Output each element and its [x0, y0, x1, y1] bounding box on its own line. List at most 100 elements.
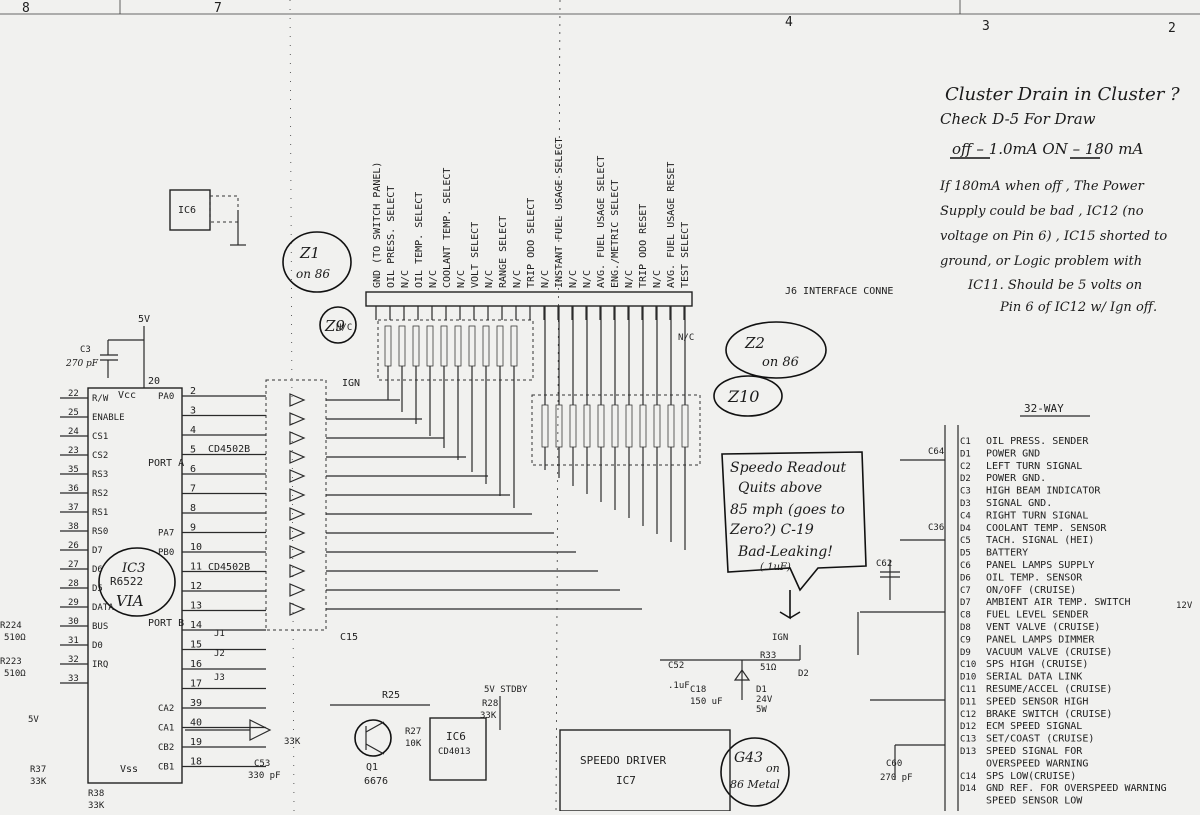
connector-pin-label: N/C [400, 270, 411, 288]
bottom-left-resistors: 5V R37 33K R38 33K R224 510Ω R223 510Ω [0, 621, 105, 811]
note-line: off – 1.0mA ON – 180 mA [952, 140, 1143, 158]
c3-label: C3 [80, 345, 91, 355]
zone-label: 7 [214, 1, 222, 16]
connector-32-signal: SPEED SENSOR HIGH [986, 696, 1088, 707]
ic3-pin-number: 33 [68, 674, 79, 684]
buffer-gate [289, 412, 306, 426]
note-line: If 180mA when off , The Power [939, 179, 1145, 194]
resistor-array-b [541, 404, 689, 448]
connector-32-signal: RESUME/ACCEL (CRUISE) [986, 684, 1112, 695]
svg-text:Quits above: Quits above [738, 480, 822, 496]
zone-label: 3 [982, 19, 990, 34]
connector-32-signal: OIL TEMP. SENSOR [986, 572, 1083, 583]
buffer-gate [289, 602, 306, 616]
svg-text:R224: R224 [0, 621, 22, 631]
svg-text:PORT A: PORT A [148, 458, 184, 469]
svg-text:C62: C62 [876, 559, 892, 569]
svg-text:R28: R28 [482, 699, 498, 709]
connector-32-pin: D13 [960, 747, 976, 757]
c3-value: 270 pF [65, 359, 99, 369]
svg-text:330 pF: 330 pF [248, 771, 281, 781]
ic6-top-body [169, 189, 211, 231]
ic3-pin-label: CS2 [92, 451, 108, 461]
connector-pin-label: AVG. FUEL USAGE RESET [666, 162, 677, 288]
c53-capacitor: C53 330 pF 33K [185, 719, 301, 781]
ic3-pin-number: 25 [68, 408, 79, 418]
connector-32-signal: RIGHT TURN SIGNAL [986, 510, 1088, 521]
connector-wires [375, 306, 686, 550]
ic3-pin-number: 16 [190, 659, 202, 670]
svg-text:270 pF: 270 pF [880, 773, 913, 783]
resistor [653, 404, 661, 448]
connector-32-signal: FUEL LEVEL SENDER [986, 610, 1089, 621]
nc-label: N/C [336, 323, 352, 333]
connector-32-signal: VACUUM VALVE (CRUISE) [986, 647, 1112, 658]
connector-32-signal: OVERSPEED WARNING [986, 758, 1088, 769]
svg-text:IC7: IC7 [616, 774, 636, 787]
zone-marker-z1: Z1 on 86 [282, 231, 352, 293]
svg-text:CD4502B: CD4502B [208, 562, 250, 573]
zone-label: 8 [22, 1, 30, 16]
svg-text:10K: 10K [405, 739, 422, 749]
svg-text:J1: J1 [214, 629, 225, 639]
ic3-pin-label: D6 [92, 565, 103, 575]
ic3-pin-number: 7 [190, 484, 196, 495]
ic3-pin-number: 5 [190, 445, 196, 456]
ic3-pin-number: 12 [190, 581, 202, 592]
ic3-body [87, 387, 183, 784]
connector-pin-label: N/C [428, 270, 439, 288]
resistor [398, 325, 406, 367]
connector-pin-label: N/C [652, 270, 663, 288]
buffer-gate [289, 507, 306, 521]
ic3-pin-number: 9 [190, 523, 196, 534]
connector-32-signal: COOLANT TEMP. SENSOR [986, 523, 1107, 534]
zone-label: 2 [1168, 21, 1176, 36]
svg-text:5V: 5V [28, 715, 39, 725]
buffer-gate [289, 564, 306, 578]
resistor [412, 325, 420, 367]
ic6-top-label: IC6 [178, 205, 196, 216]
note-line: Pin 6 of IC12 w/ Ign off. [999, 300, 1157, 315]
resistor-array-a [384, 325, 518, 367]
buffer-gate [289, 450, 306, 464]
svg-text:Vss: Vss [120, 764, 138, 775]
svg-text:.1uF: .1uF [668, 681, 690, 691]
buffer-gate [289, 488, 306, 502]
connector-32-pin: D8 [960, 623, 971, 633]
ic3-pin-number: 24 [68, 427, 79, 437]
connector-pin-label: TRIP ODO SELECT [526, 198, 537, 288]
connector-32-pin: D10 [960, 673, 976, 683]
ic3-pin-label: RS0 [92, 527, 108, 537]
svg-text:86 Metal: 86 Metal [730, 778, 780, 791]
connector-32-pin: D11 [960, 697, 976, 707]
note-line: ground, or Logic problem with [940, 254, 1142, 269]
ic3-pin-number: 14 [190, 620, 202, 631]
svg-text:J3: J3 [214, 673, 225, 683]
svg-text:(.1uF): (.1uF) [760, 562, 791, 573]
connector-32-signal: TACH. SIGNAL (HEI) [986, 535, 1094, 546]
buffer-gate [289, 583, 306, 597]
ic3-pin-number: 18 [190, 757, 202, 768]
connector-pin-label: ENG./METRIC SELECT [610, 180, 621, 288]
connector-32-pin: C1 [960, 437, 971, 447]
connector-32-pin: C6 [960, 561, 971, 571]
port-wires [326, 399, 642, 610]
connector-32-signal: ECM SPEED SIGNAL [986, 721, 1082, 732]
paper-fold [555, 0, 561, 812]
resistor-network-z9 [377, 319, 534, 381]
connector-32-pin: C8 [960, 611, 971, 621]
svg-text:IGN: IGN [342, 378, 360, 389]
connector-pin-label: N/C [582, 270, 593, 288]
ic3-port-label: PA0 [158, 392, 174, 402]
connector-pin-label: N/C [568, 270, 579, 288]
connector-pin-label: COOLANT TEMP. SELECT [442, 168, 453, 288]
resistor [681, 404, 689, 448]
connector-32-signal: HIGH BEAM INDICATOR [986, 486, 1101, 497]
ic6-cd4013: IC6 CD4013 5V STDBY R28 33K [429, 685, 528, 781]
ic3-pin-number: 2 [190, 386, 196, 397]
resistor [384, 325, 392, 367]
zone-marker-z9: Z9 [319, 306, 357, 344]
connector-32-pin: D9 [960, 648, 971, 658]
